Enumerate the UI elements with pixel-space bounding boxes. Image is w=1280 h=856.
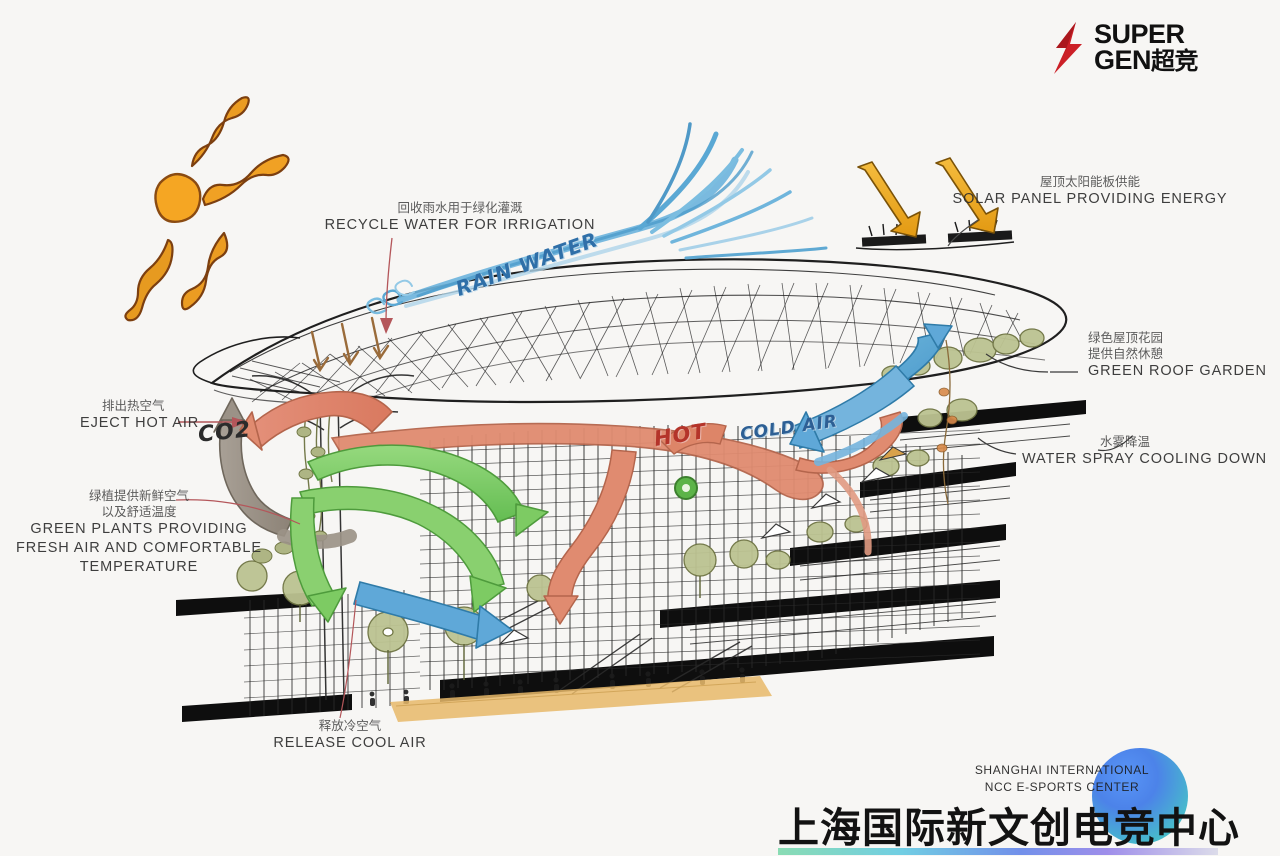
project-branding: SHANGHAI INTERNATIONAL NCC E-SPORTS CENT… [760, 748, 1239, 855]
annotation-green-roof-garden: 绿色屋顶花园 提供自然休憩 GREEN ROOF GARDEN [1088, 330, 1278, 381]
annotation-water-spray: 水雾降温 WATER SPRAY COOLING DOWN [1022, 434, 1272, 469]
exhaust-duct-flow [213, 397, 357, 549]
annotation-green-plants-en-1: GREEN PLANTS PROVIDING [30, 521, 248, 537]
annotation-green-plants-en-3: TEMPERATURE [79, 558, 199, 575]
annotation-green-plants-cn-2: 以及舒适温度 [101, 504, 177, 519]
annotation-release-cool-air: 释放冷空气 RELEASE COOL AIR [250, 718, 450, 753]
annotation-leader-lines [175, 219, 1133, 719]
annotation-green-plants-en-2: FRESH AIR AND COMFORTABLE [16, 539, 262, 556]
annotation-recycle-water-cn: 回收雨水用于绿化灌溉 [397, 200, 523, 215]
annotation-water-spray-en: WATER SPRAY COOLING DOWN [1022, 451, 1268, 467]
annotation-water-spray-cn: 水雾降温 [1100, 434, 1151, 449]
solar-ray-arrows [857, 157, 999, 238]
logo-line-2: GEN [1094, 45, 1152, 75]
logo-line-1: SUPER [1094, 19, 1185, 50]
annotation-green-plants: 绿植提供新鲜空气 以及舒适温度 GREEN PLANTS PROVIDING F… [14, 488, 264, 577]
annotation-solar-panel-cn: 屋顶太阳能板供能 [1039, 174, 1140, 189]
annotation-eject-hot-air-cn: 排出热空气 [102, 398, 165, 413]
fresh-air-flows [289, 444, 698, 623]
branding-gradient-blob [1092, 748, 1188, 844]
cool-air-release-flow [353, 581, 513, 649]
logo-cn-suffix: 超竞 [1151, 47, 1199, 75]
annotation-green-roof-garden-en: GREEN ROOF GARDEN [1088, 363, 1267, 379]
annotation-recycle-water: 回收雨水用于绿化灌溉 RECYCLE WATER FOR IRRIGATION [300, 200, 620, 235]
sun-icon [124, 96, 290, 322]
annotation-release-cool-air-cn: 释放冷空气 [318, 718, 382, 733]
branding-en-line-1: SHANGHAI INTERNATIONAL [974, 763, 1150, 777]
water-spray-flows [789, 323, 953, 466]
hot-air-flows [239, 390, 904, 625]
ground-floor-plaza [390, 676, 772, 722]
rain-fall-arrows [310, 316, 390, 373]
annotation-green-roof-garden-cn-2: 提供自然休憩 [1088, 346, 1164, 361]
rain-water-streams [366, 122, 828, 315]
lightning-bolt-icon [1054, 22, 1082, 74]
annotation-green-roof-garden-cn-1: 绿色屋顶花园 [1088, 330, 1164, 345]
branding-en: SHANGHAI INTERNATIONAL NCC E-SPORTS CENT… [922, 762, 1202, 797]
annotation-solar-panel: 屋顶太阳能板供能 SOLAR PANEL PROVIDING ENERGY [930, 174, 1250, 209]
annotation-solar-panel-en: SOLAR PANEL PROVIDING ENERGY [952, 191, 1228, 207]
annotation-eject-hot-air: 排出热空气 EJECT HOT AIR [80, 398, 250, 433]
branding-gradient-bar [778, 848, 1218, 855]
annotation-recycle-water-en: RECYCLE WATER FOR IRRIGATION [324, 217, 596, 233]
branding-en-line-2: NCC E-SPORTS CENTER [984, 780, 1140, 795]
annotation-green-plants-cn-1: 绿植提供新鲜空气 [88, 488, 189, 503]
annotation-eject-hot-air-en: EJECT HOT AIR [80, 415, 200, 431]
annotation-release-cool-air-en: RELEASE COOL AIR [273, 735, 427, 751]
supergen-logo: SUPER GEN超竞 [1052, 19, 1199, 75]
branding-cn-title: 上海国际新文创电竞中心 [778, 804, 1240, 852]
